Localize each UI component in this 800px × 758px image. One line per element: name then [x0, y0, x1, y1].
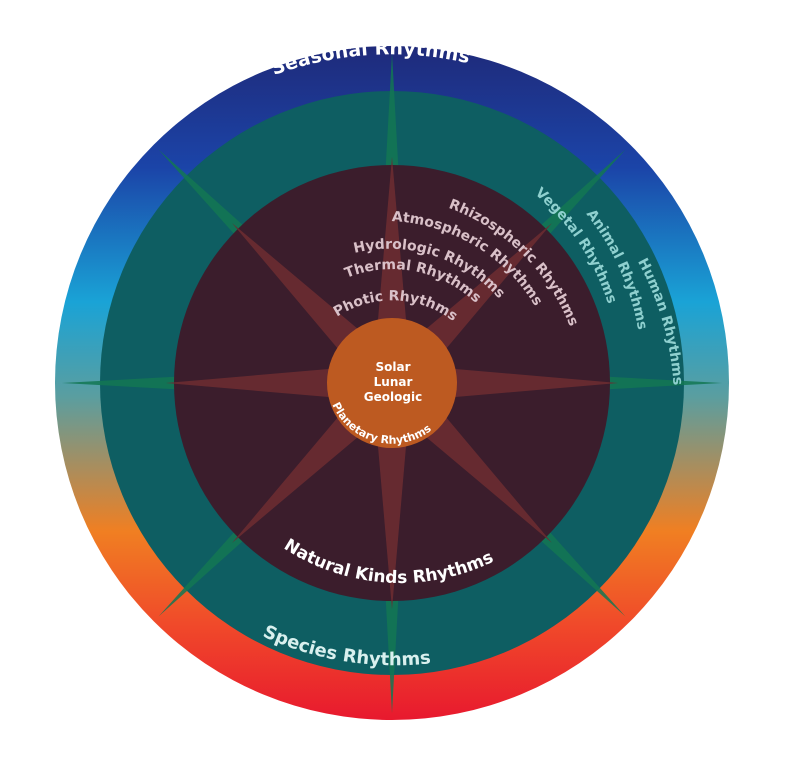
inner-ray-3 [408, 399, 552, 543]
center-disc [327, 318, 457, 448]
inner-ray-4 [376, 423, 408, 609]
label-geologic: Geologic [364, 390, 422, 404]
inner-ray-7 [232, 223, 376, 367]
label-lunar: Lunar [374, 375, 413, 389]
label-solar: Solar [375, 360, 410, 374]
inner-ray-0 [376, 157, 408, 343]
inner-ray-1 [408, 223, 552, 367]
inner-ray-2 [432, 367, 618, 399]
inner-ray-6 [166, 367, 352, 399]
inner-rays [166, 157, 618, 609]
inner-ray-5 [232, 399, 376, 543]
